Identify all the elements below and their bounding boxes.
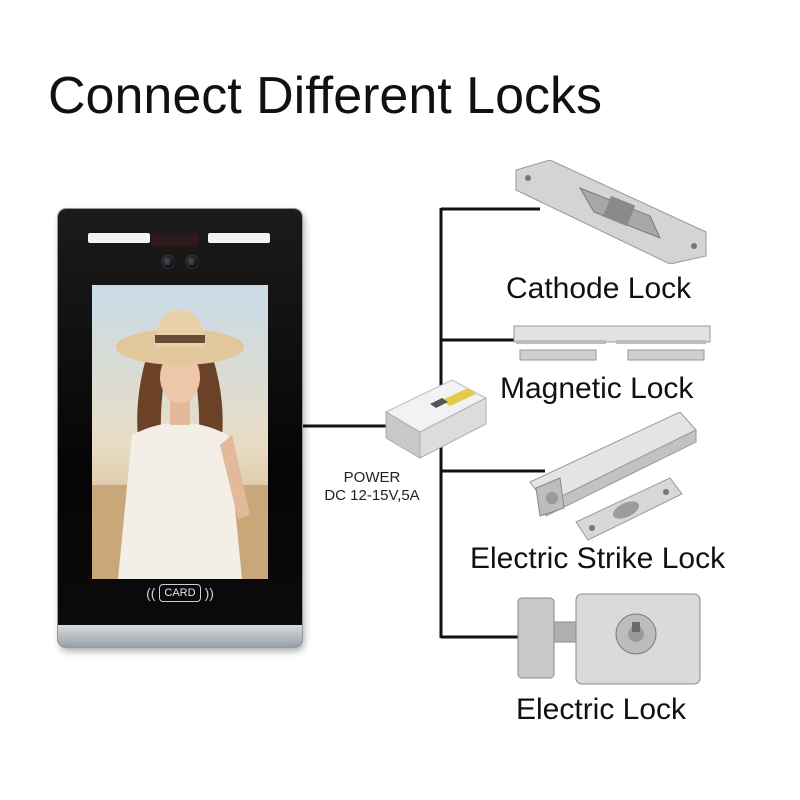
lock-label-electric-strike: Electric Strike Lock <box>470 542 726 575</box>
power-line-1: POWER <box>343 469 401 486</box>
power-spec-label: POWER DC 12-15V,5A <box>306 469 438 505</box>
ir-light-right <box>208 233 270 243</box>
card-label: CARD <box>159 584 201 602</box>
nfc-wave-left-icon: (( <box>146 585 156 601</box>
terminal-screen <box>92 285 268 579</box>
camera-lens-right <box>185 255 199 269</box>
ir-light-left <box>88 233 150 243</box>
woman-in-hat-photo <box>92 285 268 579</box>
cathode-lock-icon <box>510 159 710 269</box>
electric-lock-icon <box>516 592 702 693</box>
electric-strike-lock-icon <box>520 411 700 547</box>
camera-lens-left <box>161 255 175 269</box>
power-supply <box>382 372 490 462</box>
lock-label-cathode: Cathode Lock <box>506 272 692 305</box>
magnetic-lock-icon <box>512 324 712 369</box>
nfc-wave-right-icon: )) <box>204 585 214 601</box>
lock-label-magnetic: Magnetic Lock <box>500 372 694 405</box>
card-reader: (( CARD )) <box>138 579 222 607</box>
lock-label-electric: Electric Lock <box>516 693 687 726</box>
power-supply-icon <box>384 379 488 459</box>
power-line-2: DC 12-15V,5A <box>324 487 420 504</box>
page-title: Connect Different Locks <box>48 67 602 125</box>
camera-window <box>151 233 199 247</box>
face-recognition-terminal: (( CARD )) <box>58 209 302 647</box>
terminal-metal-base <box>58 625 302 647</box>
